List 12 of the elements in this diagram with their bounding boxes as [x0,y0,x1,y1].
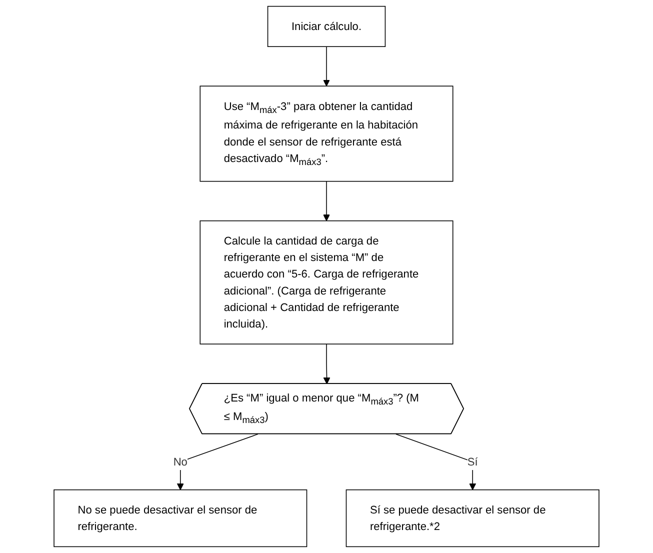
arrow [323,180,330,222]
edge-label: No [173,455,188,468]
node-box: Calcule la cantidad de carga de refrigerante en el sistema “M” de acuerdo con “5-6. Carga de refrigerante adicional”. (Carga de refrigerante adicional + Cantidad de refrigerante incluida). [200,220,454,344]
node-box: Sí se puede desactivar el sensor de refrigerante.*2 [346,489,600,548]
node-box: Use “M$_{máx}$-3” para obtener la cantidad máxima de refrigerante en la habitación donde el sensor de refrigerante está desactivado “M$_{máx3}$”. [200,86,454,182]
arrow [396,434,476,490]
arrow [176,434,258,490]
arrow [323,344,330,384]
node-box: Iniciar cálculo. [267,6,386,47]
arrow [323,46,330,86]
node-box: No se puede desactivar el sensor de refrigerante. [54,489,308,548]
edge-label: Sí [467,455,478,468]
